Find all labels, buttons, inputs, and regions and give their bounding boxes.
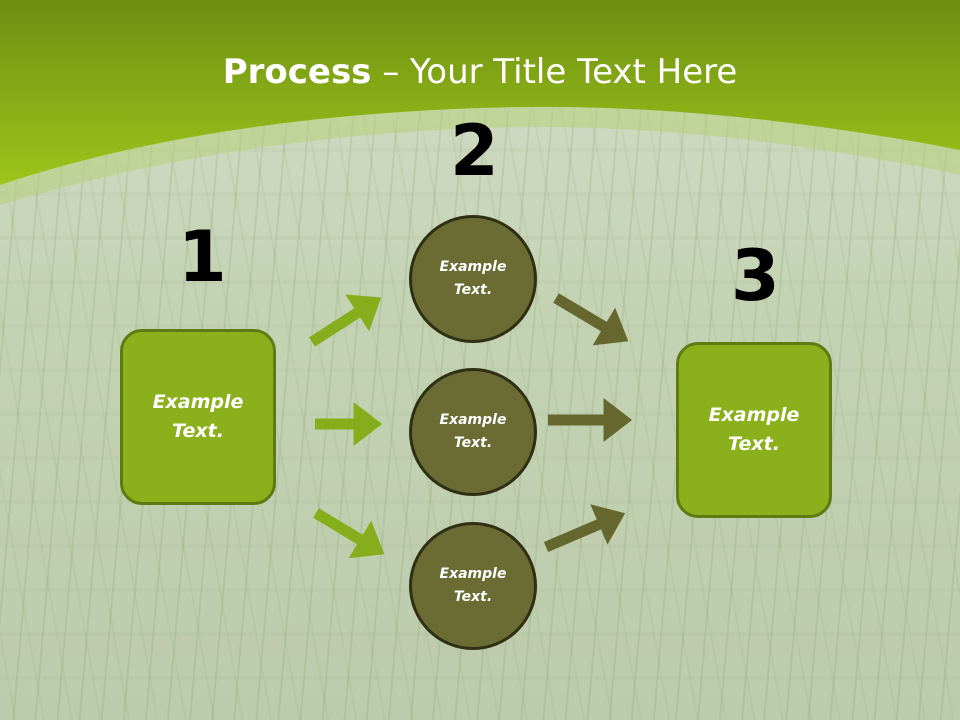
step1-box[interactable]: Example Text. [120, 329, 276, 505]
step3-box[interactable]: Example Text. [676, 342, 832, 518]
arrow-right-down-icon [313, 508, 385, 559]
step1-text-line2: Text. [172, 420, 224, 442]
circle-top-line2: Text. [453, 282, 493, 298]
step2-circle-top[interactable]: Example Text. [409, 215, 537, 343]
header-band [0, 0, 960, 205]
step-number-2: 2 [450, 110, 499, 192]
circle-bottom-line2: Text. [453, 589, 493, 605]
circle-middle-line1: Example [439, 412, 507, 428]
title-bold: Process [222, 52, 372, 92]
step-number-1: 1 [178, 216, 227, 298]
step2-circle-bottom[interactable]: Example Text. [409, 522, 537, 650]
step3-text-line1: Example [708, 404, 800, 426]
step3-text-line2: Text. [728, 433, 780, 455]
step-number-3: 3 [731, 235, 780, 317]
step1-text-line1: Example [152, 391, 244, 413]
circle-middle-line2: Text. [453, 435, 493, 451]
title-rest: – Your Title Text Here [371, 52, 738, 92]
arrow-right-down-dark-icon [553, 293, 629, 346]
circle-bottom-line1: Example [439, 566, 507, 582]
arrow-right-up-dark-icon [543, 504, 626, 553]
arrow-right-up-icon [309, 294, 382, 347]
circle-top-line1: Example [439, 259, 507, 275]
step2-circle-middle[interactable]: Example Text. [409, 368, 537, 496]
slide-title: Process – Your Title Text Here [0, 52, 960, 92]
